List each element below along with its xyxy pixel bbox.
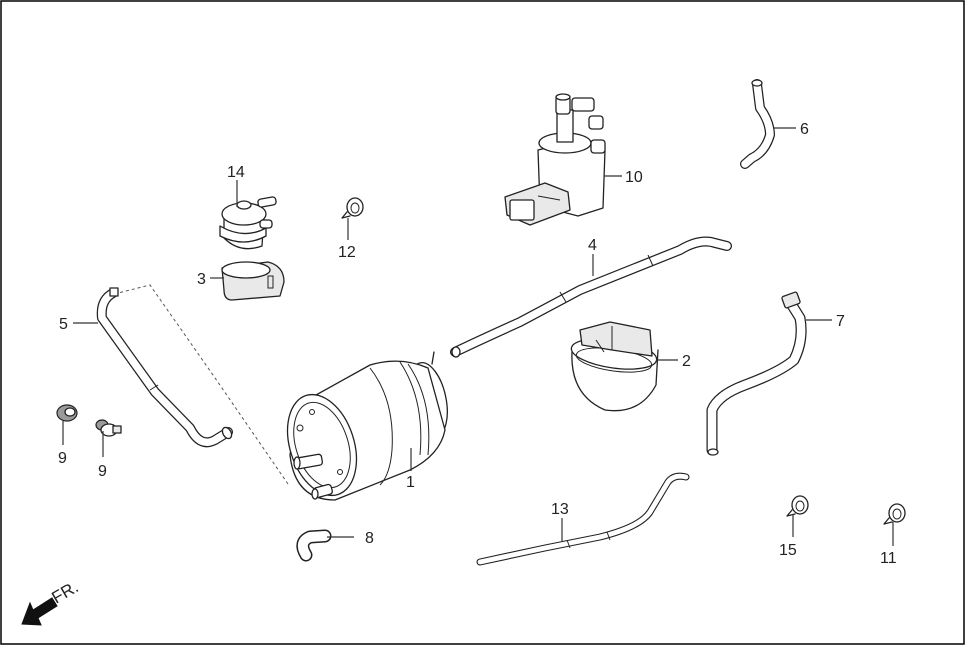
bolt-9a-part [56, 404, 78, 422]
long-hose-13-part [476, 472, 690, 566]
callout-10: 10 [625, 169, 643, 186]
elbow-hose-8-part [296, 529, 332, 562]
routing-dashed-line [117, 284, 289, 485]
callout-3: 3 [197, 271, 206, 288]
charcoal-canister-part [117, 284, 448, 501]
callout-9b: 9 [98, 463, 107, 480]
callout-1: 1 [406, 474, 415, 491]
hose-clip-15-part [786, 495, 809, 517]
callout-14: 14 [227, 164, 245, 181]
callout-13: 13 [551, 501, 569, 518]
callout-5: 5 [59, 316, 68, 333]
callout-4: 4 [588, 237, 597, 254]
callout-9a: 9 [58, 450, 67, 467]
bolt-9b-part [95, 419, 122, 437]
small-hose-6-part [740, 79, 775, 169]
callout-6: 6 [800, 121, 809, 138]
check-valve-part [219, 196, 277, 250]
front-arrow-icon [21, 597, 58, 626]
canister-band-part [570, 321, 659, 412]
long-hose-part [450, 236, 732, 358]
formed-hose-7-part [706, 291, 807, 456]
bracket-part [221, 261, 285, 301]
callout-2: 2 [682, 353, 691, 370]
callout-12: 12 [338, 244, 356, 261]
callout-7: 7 [836, 313, 845, 330]
callout-8: 8 [365, 530, 374, 547]
hose-clip-12-part [341, 197, 364, 219]
callout-11: 11 [880, 550, 897, 567]
bent-hose-part [96, 287, 233, 448]
hose-clip-11-part [883, 503, 906, 525]
callout-15: 15 [779, 542, 797, 559]
purge-solenoid-valve-part [504, 93, 606, 226]
